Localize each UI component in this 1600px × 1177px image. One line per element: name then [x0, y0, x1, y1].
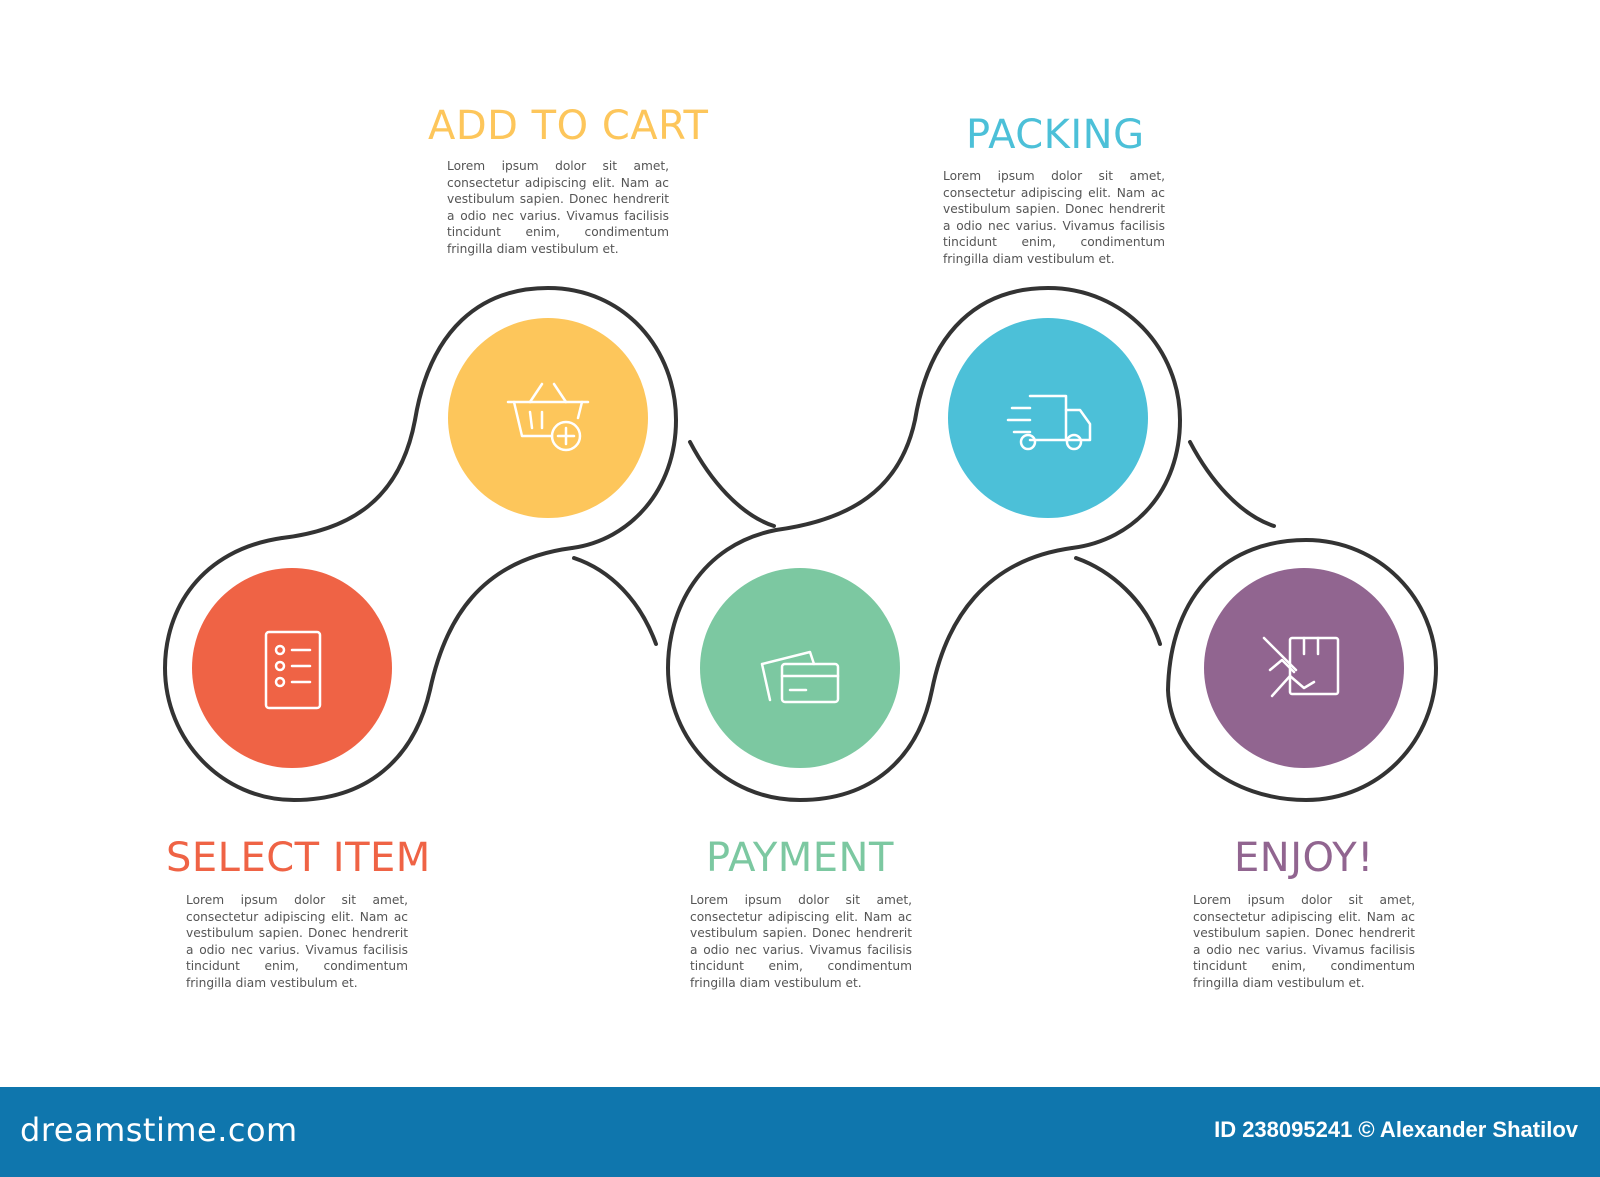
connector-arc-4 — [1188, 440, 1276, 528]
checklist-icon — [264, 630, 322, 710]
connector-outline — [162, 285, 1439, 803]
process-diagram — [162, 285, 1439, 803]
step-title-select-item: SELECT ITEM — [166, 835, 431, 881]
connector-arc-2 — [688, 440, 776, 528]
step-circle-enjoy — [1204, 568, 1404, 768]
watermark-footer: dreamstime.com ID 238095241 © Alexander … — [0, 1087, 1600, 1177]
footer-credit: ID 238095241 © Alexander Shatilov — [1214, 1117, 1578, 1142]
step-body-select-item: Lorem ipsum dolor sit amet, consectetur … — [186, 893, 408, 990]
connector-arc-1 — [572, 556, 658, 646]
ring-payment — [665, 528, 1074, 803]
delivery-truck-icon — [1006, 394, 1092, 451]
ring-add-to-cart — [280, 285, 679, 550]
connector-arc-3 — [1074, 556, 1162, 646]
basket-add-icon — [506, 382, 590, 452]
package-hand-icon — [1262, 636, 1340, 698]
step-circle-payment — [700, 568, 900, 768]
step-body-packing: Lorem ipsum dolor sit amet, consectetur … — [943, 169, 1165, 266]
step-body-enjoy: Lorem ipsum dolor sit amet, consectetur … — [1193, 893, 1415, 990]
credit-cards-icon — [760, 650, 840, 704]
ring-packing — [774, 285, 1183, 550]
footer-brand: dreamstime.com — [20, 1111, 298, 1149]
ring-enjoy — [1166, 537, 1439, 803]
step-title-add-to-cart: ADD TO CART — [428, 103, 709, 149]
step-title-enjoy: ENJOY! — [1234, 835, 1374, 881]
ring-select-item — [162, 536, 574, 803]
step-circle-packing — [948, 318, 1148, 518]
step-title-payment: PAYMENT — [706, 835, 894, 881]
step-circle-select-item — [192, 568, 392, 768]
step-body-add-to-cart: Lorem ipsum dolor sit amet, consectetur … — [447, 159, 669, 256]
infographic-canvas: SELECT ITEM Lorem ipsum dolor sit amet, … — [162, 103, 1439, 990]
step-body-payment: Lorem ipsum dolor sit amet, consectetur … — [690, 893, 912, 990]
step-circle-add-to-cart — [448, 318, 648, 518]
step-title-packing: PACKING — [966, 112, 1145, 158]
